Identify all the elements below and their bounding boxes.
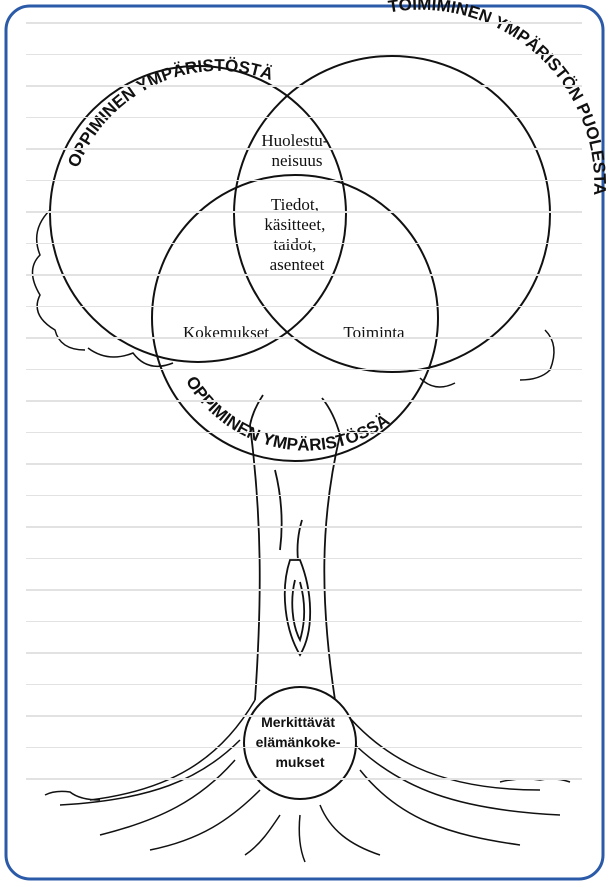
region-left-overlap: Kokemukset	[183, 323, 269, 342]
label-bottom-circle: OPPIMINEN YMPÄRISTÖSSÄ	[182, 373, 393, 455]
region-right-overlap: Toiminta	[343, 323, 405, 342]
label-top-left-circle: OPPIMINEN YMPÄRISTÖSTÄ	[64, 56, 275, 170]
region-top-overlap: Huolestu- neisuus	[261, 131, 332, 170]
region-center: Tiedot, käsitteet, taidot, asenteet	[264, 195, 329, 274]
